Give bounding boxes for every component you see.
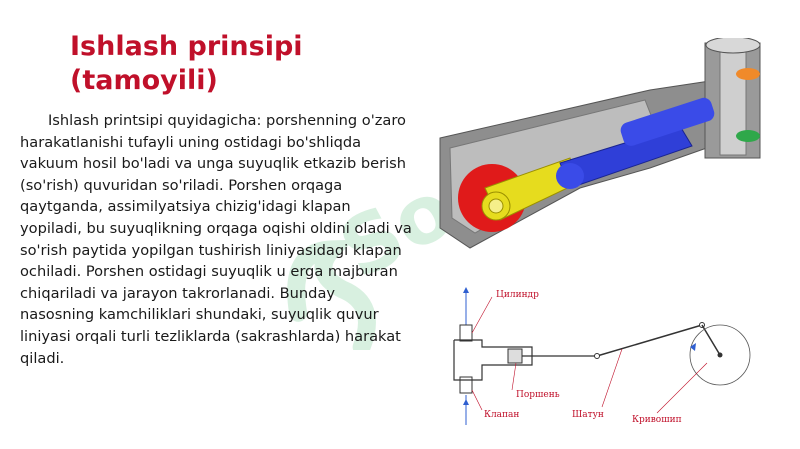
pump-schematic-diagram: Цилиндр Поршень Клапан Шатун Кривошип <box>453 287 751 425</box>
label-valve: Клапан <box>484 410 519 420</box>
flow-up-arrow-icon <box>463 287 469 293</box>
suction-valve-icon <box>736 130 760 142</box>
label-cylinder: Цилиндр <box>496 290 539 300</box>
label-connecting-rod: Шатун <box>572 410 604 420</box>
discharge-valve-icon <box>736 68 760 80</box>
label-piston: Поршень <box>516 390 560 400</box>
label-crank: Кривошип <box>632 415 682 425</box>
body-paragraph: Ishlash printsipi quyidagicha: porshenni… <box>20 112 412 367</box>
piston-schematic <box>507 348 523 364</box>
page-title: Ishlash prinsipi (tamoyili) <box>70 31 303 96</box>
pump-3d-illustration <box>439 38 761 249</box>
